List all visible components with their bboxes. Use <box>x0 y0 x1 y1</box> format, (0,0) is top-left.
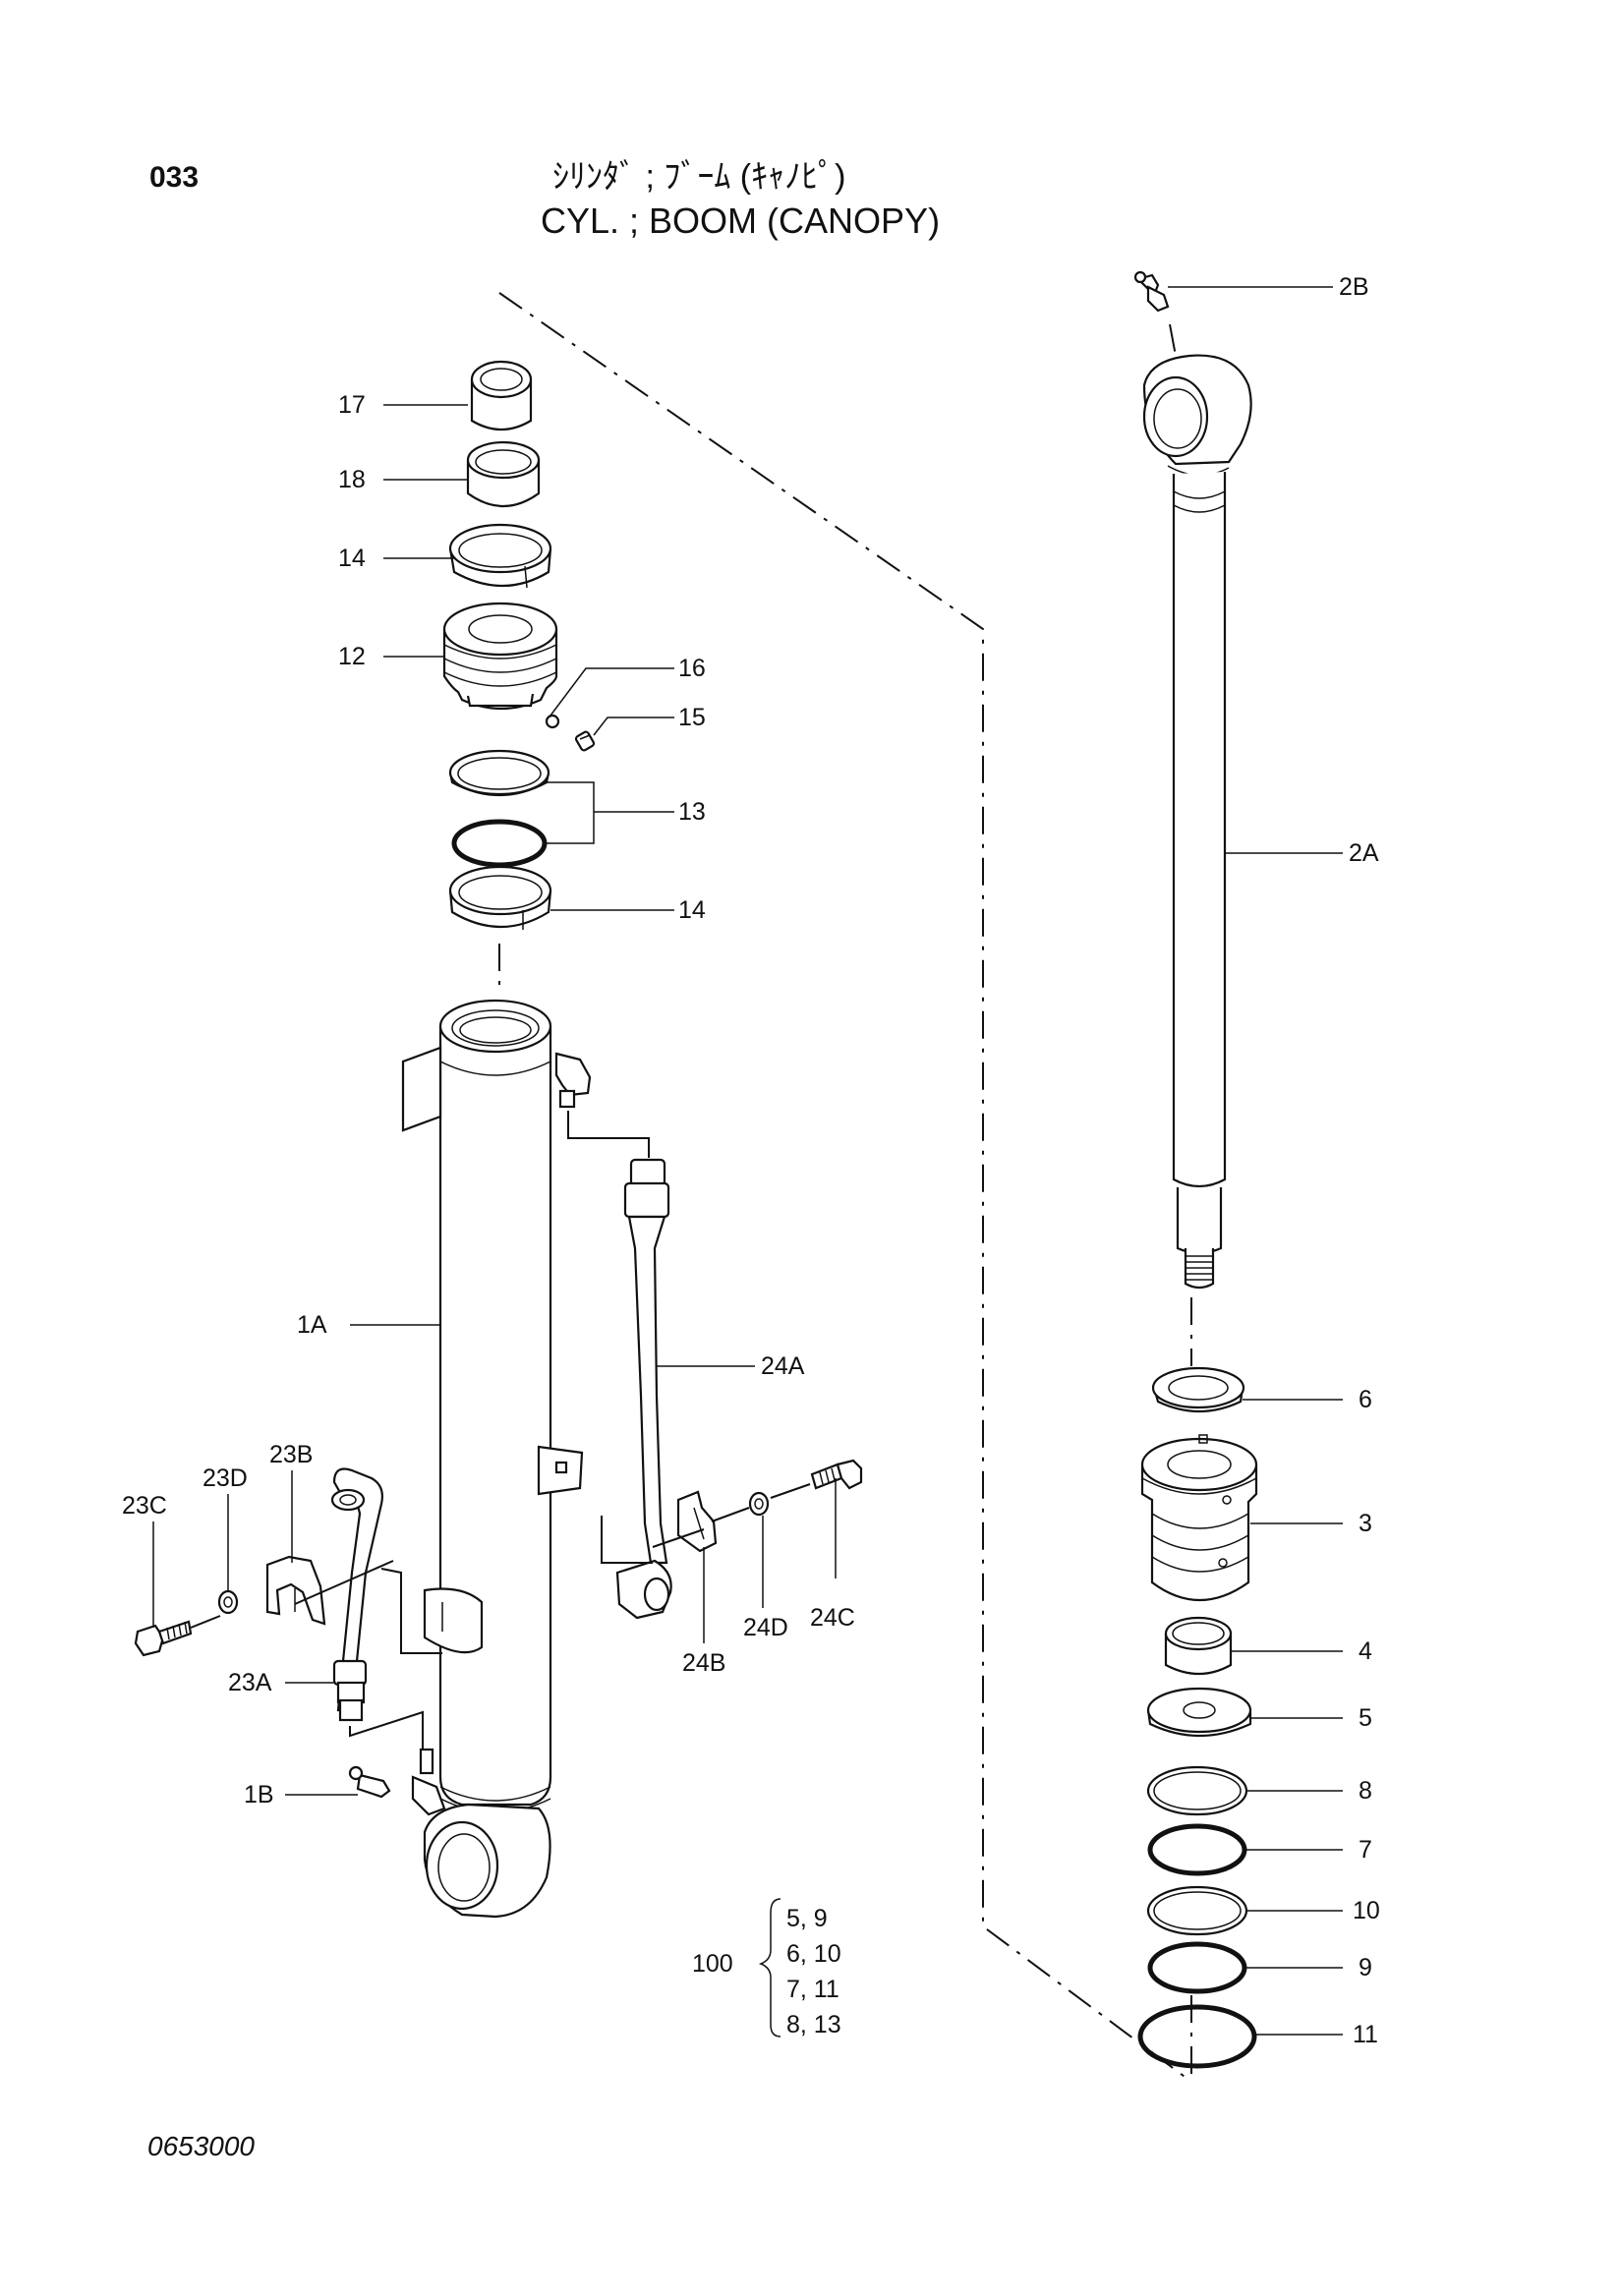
label-4: 4 <box>1359 1637 1372 1665</box>
cylinder-tube-1A <box>401 999 592 1919</box>
label-23A: 23A <box>228 1669 272 1696</box>
o-ring-7 <box>1147 1823 1247 1876</box>
clamp-24B <box>652 1490 718 1553</box>
ring-14-upper <box>448 523 552 589</box>
label-11: 11 <box>1353 2021 1378 2048</box>
label-15: 15 <box>678 704 706 731</box>
bush-18 <box>466 440 541 508</box>
piston-3 <box>1140 1434 1258 1601</box>
leader-lines <box>152 286 1343 2036</box>
washer-23D <box>217 1589 239 1615</box>
title-japanese: ｼﾘﾝﾀﾞ ; ﾌﾞｰﾑ (ｷｬﾉﾋﾟ) <box>552 158 846 196</box>
label-1B: 1B <box>244 1781 274 1808</box>
bush-4 <box>1164 1616 1233 1675</box>
label-23C: 23C <box>122 1492 167 1520</box>
pipe-23A <box>330 1467 424 1750</box>
piston-rod-2A <box>1142 354 1252 1290</box>
label-18: 18 <box>338 466 366 493</box>
label-9: 9 <box>1359 1954 1372 1981</box>
o-ring-11 <box>1137 2004 1257 2069</box>
label-17: 17 <box>338 391 366 419</box>
seal-set-13 <box>448 749 550 868</box>
document-number: 0653000 <box>147 2131 256 2161</box>
o-ring-9 <box>1147 1941 1247 1994</box>
grease-fitting-1B <box>348 1748 446 1816</box>
ring-8 <box>1146 1765 1248 1816</box>
part-labels: 17 18 14 12 16 15 13 14 1A 1B 23A 23B 23… <box>122 273 1380 2048</box>
label-2B: 2B <box>1339 273 1369 301</box>
kit-100-group: 100 5, 9 6, 10 7, 11 8, 13 <box>692 1898 841 2038</box>
label-24D: 24D <box>743 1614 788 1641</box>
label-13: 13 <box>678 798 706 826</box>
washer-24D <box>711 1491 770 1522</box>
kit-number: 100 <box>692 1950 733 1978</box>
label-10: 10 <box>1353 1897 1380 1924</box>
title-english: CYL. ; BOOM (CANOPY) <box>541 201 941 241</box>
kit-row-2: 6, 10 <box>786 1940 841 1968</box>
bolt-23C <box>134 1615 221 1657</box>
label-23B: 23B <box>269 1441 313 1468</box>
label-24A: 24A <box>761 1352 805 1380</box>
assembly-guide-lines <box>498 292 1192 2083</box>
bolt-24C <box>770 1459 863 1499</box>
pipe-24A <box>567 1111 672 1620</box>
label-12: 12 <box>338 643 366 670</box>
label-14-upper: 14 <box>338 545 366 572</box>
cylinder-head-12 <box>442 602 558 711</box>
label-8: 8 <box>1359 1777 1372 1805</box>
label-3: 3 <box>1359 1510 1372 1537</box>
label-24B: 24B <box>682 1649 725 1677</box>
ring-14-lower <box>448 865 552 930</box>
seal-6 <box>1151 1366 1245 1413</box>
label-16: 16 <box>678 655 706 682</box>
label-5: 5 <box>1359 1704 1372 1732</box>
steel-ball-16 <box>545 714 560 729</box>
label-23D: 23D <box>202 1464 248 1492</box>
kit-row-1: 5, 9 <box>786 1905 828 1932</box>
bush-17 <box>470 360 533 430</box>
collar-5 <box>1146 1687 1252 1738</box>
label-1A: 1A <box>297 1311 327 1339</box>
label-2A: 2A <box>1349 839 1379 867</box>
clamp-23B <box>265 1555 442 1654</box>
ring-10 <box>1146 1885 1248 1936</box>
page-number: 033 <box>149 161 200 194</box>
label-24C: 24C <box>810 1604 855 1632</box>
kit-row-4: 8, 13 <box>786 2011 841 2038</box>
label-6: 6 <box>1359 1386 1372 1413</box>
label-14-lower: 14 <box>678 896 706 924</box>
kit-row-3: 7, 11 <box>786 1976 839 2003</box>
grease-fitting-2B <box>1133 270 1170 313</box>
label-7: 7 <box>1359 1836 1372 1864</box>
set-screw-15 <box>574 730 596 752</box>
